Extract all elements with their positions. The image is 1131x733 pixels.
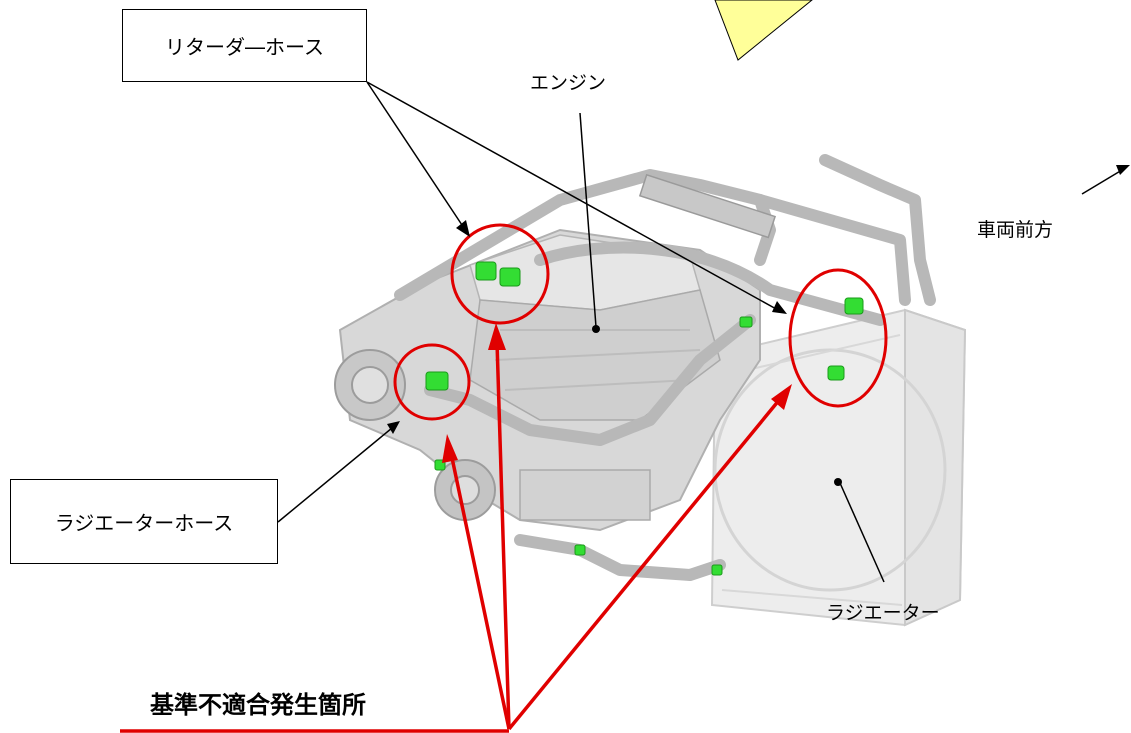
engine-label: エンジン — [530, 72, 607, 94]
defect-circle-right — [788, 268, 888, 408]
radiator-hose-label-box: ラジエーターホース — [10, 479, 278, 564]
leader-arrowheads — [387, 165, 1130, 434]
callout-tip — [714, 0, 813, 61]
hose-clamps — [425, 261, 864, 576]
radiator-label: ラジエーター — [826, 602, 940, 624]
retarder-hose-label-box: リターダ―ホース — [122, 9, 367, 82]
vehicle-front-label: 車両前方 — [977, 219, 1054, 241]
defect-location-label: 基準不適合発生箇所 — [150, 691, 366, 719]
top-rail — [638, 173, 777, 239]
defect-circles — [393, 223, 888, 421]
leader-dots — [592, 325, 842, 486]
defect-circle-upper — [450, 223, 550, 325]
leader-lines — [277, 81, 1123, 583]
retarder-hose-label: リターダ―ホース — [165, 35, 324, 59]
radiator-illustration — [710, 308, 967, 627]
defect-arrows — [120, 341, 782, 733]
defect-arrowheads — [442, 323, 792, 463]
radiator-hose-label: ラジエーターホース — [54, 511, 234, 535]
defect-circle-left — [393, 343, 471, 421]
